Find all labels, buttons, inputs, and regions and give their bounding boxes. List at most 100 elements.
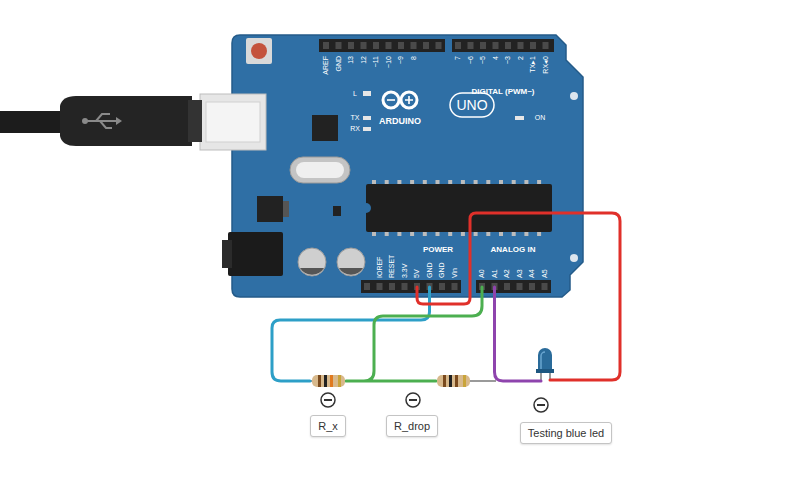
logo-ring	[401, 92, 417, 108]
chip-pin	[397, 180, 401, 184]
component-name: R_x	[318, 419, 338, 433]
led-label: ON	[535, 113, 546, 123]
capacitor	[337, 248, 365, 276]
capacitor	[298, 248, 326, 276]
pin-label: TX▸1	[529, 56, 537, 86]
header-pin	[402, 283, 408, 290]
usb-plug-neck	[188, 100, 202, 142]
chip-pin	[436, 180, 440, 184]
capacitor-mark	[339, 268, 363, 275]
header-pin	[436, 42, 442, 49]
resistor-band	[330, 375, 333, 387]
pin-label: A4	[528, 248, 536, 278]
header-pin	[439, 283, 445, 290]
chip-pin	[385, 180, 389, 184]
pin-label: Vin	[451, 248, 459, 278]
chip-pin	[486, 232, 490, 236]
wire-a1	[495, 287, 542, 381]
pin-label: ~6	[467, 56, 475, 86]
header-pin	[377, 283, 383, 290]
pin-label: RESET	[388, 248, 396, 278]
header-pins	[323, 42, 549, 290]
pin-label: 7	[454, 56, 462, 86]
usb-symbol	[86, 114, 116, 128]
led-label: TX	[351, 113, 360, 123]
minus-icon	[324, 399, 332, 401]
power-jack-front	[222, 240, 232, 268]
usb-port-inner	[206, 102, 260, 142]
pin-label: A0	[478, 248, 486, 278]
minus-icon	[409, 399, 417, 401]
section-label: ANALOG IN	[491, 244, 536, 255]
pin-label: 2	[517, 56, 525, 86]
logo-minus	[387, 99, 395, 101]
header-pin	[517, 283, 523, 290]
chip-pin	[524, 180, 528, 184]
voltage-regulator	[257, 196, 283, 222]
led-rim	[536, 369, 554, 373]
resistor-band	[324, 375, 327, 387]
resistor-symbol	[312, 375, 345, 387]
chip-pin	[436, 232, 440, 236]
wire-5v	[417, 213, 620, 380]
header-pin	[468, 42, 474, 49]
analog-header	[476, 280, 551, 293]
usb-plug-boot	[60, 96, 192, 146]
chip-pin	[512, 180, 516, 184]
header-pin	[542, 283, 548, 290]
chip-pin	[499, 232, 503, 236]
usb-cable	[0, 111, 66, 133]
chip-notch	[361, 203, 371, 213]
chip-pin	[524, 232, 528, 236]
section-label: DIGITAL (PWM~)	[471, 86, 534, 97]
model-label: UNO	[456, 97, 487, 114]
chip-pin	[461, 232, 465, 236]
header-pin	[348, 42, 354, 49]
small-part	[333, 206, 341, 216]
header-pin	[411, 42, 417, 49]
chip-pin	[423, 232, 427, 236]
microcontroller	[366, 184, 552, 232]
header-pin	[323, 42, 329, 49]
header-pin	[361, 42, 367, 49]
minus-icon	[534, 398, 548, 412]
chip-pin	[512, 232, 516, 236]
led-label: L	[353, 89, 357, 99]
chip-pin	[397, 232, 401, 236]
crystal-top	[296, 162, 344, 178]
resistor-band	[443, 375, 446, 387]
capacitor-mark	[300, 268, 324, 275]
pin-label: 5V	[413, 248, 421, 278]
pin-label: RX◂0	[542, 56, 550, 86]
chip-pin	[385, 232, 389, 236]
pin-label: 13	[347, 56, 355, 86]
regulator-tab	[283, 201, 289, 217]
resistor-band	[455, 375, 458, 387]
header-pin	[480, 42, 486, 49]
led-highlight	[541, 352, 545, 369]
pin-label: 8	[410, 56, 418, 86]
pin-label: ~9	[397, 56, 405, 86]
header-pin	[504, 283, 510, 290]
chip-pin	[448, 180, 452, 184]
chip-pin	[474, 232, 478, 236]
digital-header	[452, 39, 554, 52]
brand-label: ARDUINO	[379, 115, 421, 127]
pin-label: ~10	[385, 56, 393, 86]
resistor-band	[449, 375, 452, 387]
chip-pin	[486, 180, 490, 184]
header-pin	[364, 283, 370, 290]
minus-icon	[406, 393, 420, 407]
pin-label: GND	[438, 248, 446, 278]
header-pin	[398, 42, 404, 49]
pin-label: A1	[491, 248, 499, 278]
resistor-band	[338, 375, 341, 387]
header-pin	[455, 42, 461, 49]
status-led	[363, 116, 371, 120]
component-name: Testing blue led	[528, 426, 604, 440]
chip-pin	[474, 180, 478, 184]
chip-pin	[372, 180, 376, 184]
power-header	[361, 280, 461, 293]
header-pin	[529, 283, 535, 290]
